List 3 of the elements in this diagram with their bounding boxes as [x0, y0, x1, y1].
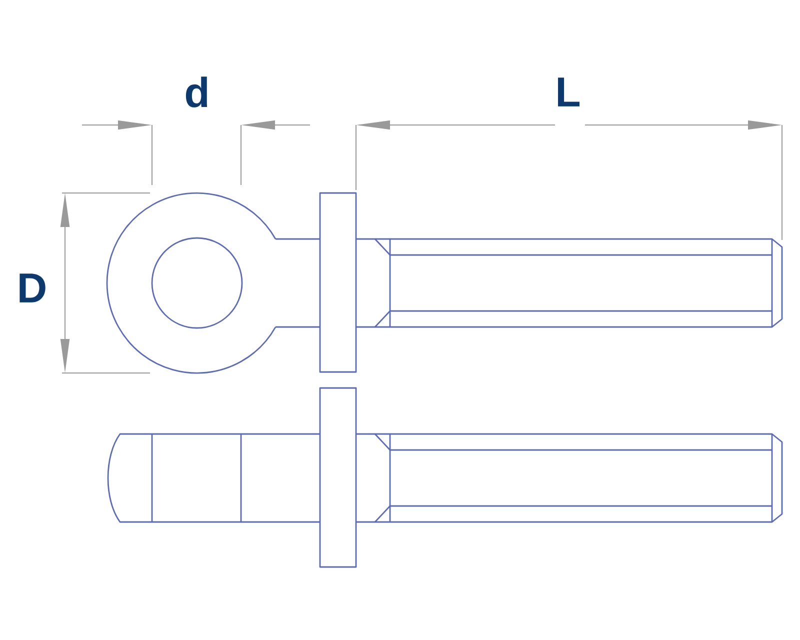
dimension-label: d: [186, 76, 208, 108]
dimension-label: D: [20, 274, 46, 302]
dimension-label: L: [558, 78, 580, 106]
